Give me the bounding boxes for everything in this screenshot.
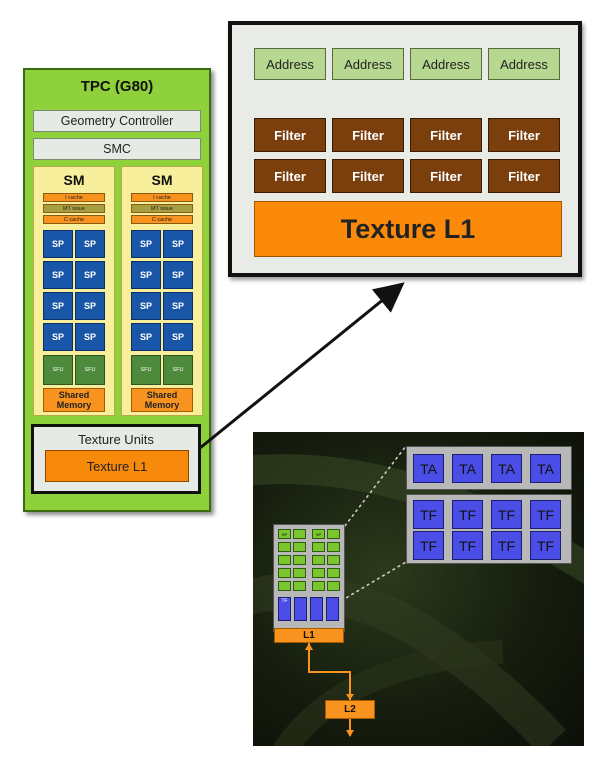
sm-title: SM (151, 172, 173, 188)
texture-units-box: Texture Units Texture L1 (31, 424, 201, 494)
sp-core: SP (131, 323, 161, 351)
sfu-unit: SFU (75, 355, 105, 385)
mini-core (312, 581, 325, 591)
sp-core: SP (163, 323, 193, 351)
filter-unit: Filter (488, 159, 560, 193)
sm-block-right: SM I cache MT issue C cache SP SP SP SP … (121, 166, 203, 416)
tf-unit: TF (491, 531, 522, 560)
mini-core (293, 529, 306, 539)
mini-core (327, 542, 340, 552)
sp-core: SP (43, 292, 73, 320)
shared-memory: Shared Memory (43, 388, 105, 412)
sp-core: SP (163, 292, 193, 320)
tf-unit: TF (413, 531, 444, 560)
sp-core: SP (163, 261, 193, 289)
mini-core (312, 555, 325, 565)
sp-core: SP (75, 261, 105, 289)
mini-core (293, 555, 306, 565)
texture-unit-zoom: Address Address Address Address Filter F… (228, 21, 582, 277)
filter-unit: Filter (332, 118, 404, 152)
sp-core: SP (43, 230, 73, 258)
tf-unit: TF (530, 531, 561, 560)
ta-unit: TA (452, 454, 483, 483)
tf-unit: TF (452, 531, 483, 560)
sp-core: SP (43, 323, 73, 351)
tf-unit: TF (491, 500, 522, 529)
smc: SMC (33, 138, 201, 160)
ta-panel: TA TA TA TA (406, 446, 572, 490)
tf-panel: TF TF TF TF TF TF TF TF (406, 494, 572, 564)
shared-memory: Shared Memory (131, 388, 193, 412)
ccache: C cache (43, 215, 105, 224)
sp-core: SP (75, 292, 105, 320)
mini-core (278, 581, 291, 591)
sp-core: SP (75, 230, 105, 258)
mini-sp: SP (312, 529, 325, 539)
mini-sp: SP (278, 529, 291, 539)
icache: I cache (131, 193, 193, 202)
sfu-unit: SFU (43, 355, 73, 385)
sp-core: SP (131, 292, 161, 320)
sp-core: SP (75, 323, 105, 351)
mt-issue: MT issue (43, 204, 105, 213)
sm-block-left: SM I cache MT issue C cache SP SP SP SP … (33, 166, 115, 416)
mt-issue: MT issue (131, 204, 193, 213)
mini-core (293, 542, 306, 552)
sp-core: SP (163, 230, 193, 258)
mini-core (278, 568, 291, 578)
mini-core (327, 581, 340, 591)
mini-tex-unit (310, 597, 323, 621)
mini-core (327, 529, 340, 539)
mini-core (312, 568, 325, 578)
filter-unit: Filter (332, 159, 404, 193)
mini-core (327, 568, 340, 578)
tf-unit: TF (413, 500, 444, 529)
texture-units-title: Texture Units (78, 431, 154, 447)
address-unit: Address (410, 48, 482, 80)
mini-core (293, 581, 306, 591)
texture-l1-small: Texture L1 (45, 450, 189, 482)
ta-unit: TA (530, 454, 561, 483)
filter-unit: Filter (254, 159, 326, 193)
sfu-unit: SFU (131, 355, 161, 385)
filter-unit: Filter (254, 118, 326, 152)
ta-unit: TA (413, 454, 444, 483)
mini-core (312, 542, 325, 552)
tf-unit: TF (452, 500, 483, 529)
sfu-unit: SFU (163, 355, 193, 385)
sp-core: SP (131, 261, 161, 289)
die-photo-panel: SP SP TF L1 L2 T (253, 432, 584, 746)
geometry-controller: Geometry Controller (33, 110, 201, 132)
mini-tex-unit (294, 597, 307, 621)
mini-tf: TF (278, 597, 291, 621)
icache: I cache (43, 193, 105, 202)
sp-core: SP (131, 230, 161, 258)
address-unit: Address (332, 48, 404, 80)
address-unit: Address (254, 48, 326, 80)
tf-unit: TF (530, 500, 561, 529)
tpc-title: TPC (G80) (80, 77, 154, 95)
mini-tpc: SP SP TF (273, 524, 345, 632)
mini-l1: L1 (274, 628, 344, 643)
filter-unit: Filter (410, 118, 482, 152)
mini-core (327, 555, 340, 565)
filter-unit: Filter (410, 159, 482, 193)
filter-unit: Filter (488, 118, 560, 152)
tpc-block: TPC (G80) Geometry Controller SMC SM I c… (23, 68, 211, 512)
ta-unit: TA (491, 454, 522, 483)
mini-core (293, 568, 306, 578)
sm-title: SM (63, 172, 85, 188)
texture-l1-large: Texture L1 (254, 201, 562, 257)
address-unit: Address (488, 48, 560, 80)
ccache: C cache (131, 215, 193, 224)
mini-sm-right: SP (312, 529, 342, 591)
sp-core: SP (43, 261, 73, 289)
l2-cache: L2 (325, 700, 375, 719)
mini-tex-unit (326, 597, 339, 621)
mini-core (278, 555, 291, 565)
mini-sm-left: SP (278, 529, 308, 591)
mini-core (278, 542, 291, 552)
